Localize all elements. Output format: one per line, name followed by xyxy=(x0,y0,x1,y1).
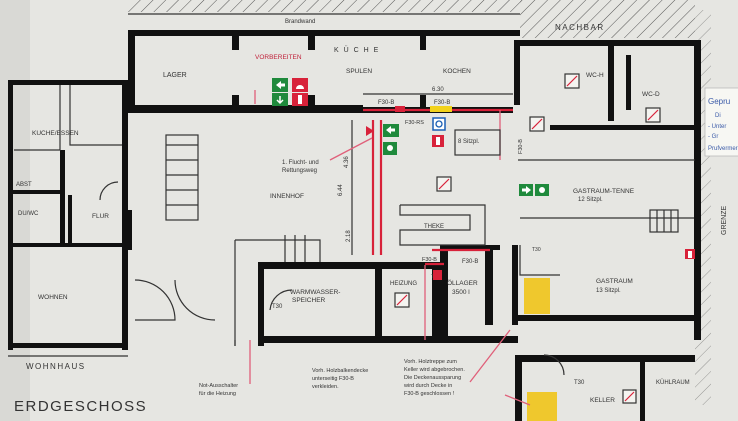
sticky-note: Gepru Di - Unter - Gr Prufvermer xyxy=(704,87,738,157)
note-holz-3: verkleiden. xyxy=(312,384,339,390)
interior-lines xyxy=(8,85,695,376)
emergency-light-icon xyxy=(436,176,452,192)
room-tenne-sitzpl: 12 Sitzpl. xyxy=(578,197,603,203)
room-abst: ABST xyxy=(16,182,32,188)
room-heizung: HEIZUNG xyxy=(390,281,417,287)
note-treppe-5: F30-B geschlossen ! xyxy=(404,391,455,397)
room-warmwasser: WARMWASSER- xyxy=(290,289,340,296)
room-theke: THEKE xyxy=(424,224,444,230)
smoke-detector-icon xyxy=(432,117,446,131)
page-edge-shadow xyxy=(0,0,30,421)
sticky-line-5: Prufvermer xyxy=(708,146,738,152)
emergency-light-icon xyxy=(564,73,580,89)
sticky-line-1: Gepru xyxy=(708,97,730,106)
exit-sign-icon xyxy=(383,142,397,155)
label-nachbar: NACHBAR xyxy=(555,23,605,32)
neighbor-hatch-top xyxy=(128,0,522,12)
fire-door-t30-d: T30 xyxy=(532,247,541,253)
extinguisher-icon xyxy=(292,93,308,106)
emergency-light-icon xyxy=(394,292,410,308)
direction-arrow-icon xyxy=(366,126,374,136)
note-treppe-1: Vorh. Holztreppe zum xyxy=(404,359,457,365)
room-wc-d: WC-D xyxy=(642,91,660,98)
room-innenhof: INNENHOF xyxy=(270,193,304,200)
room-kueche-essen: KUCHE/ESSEN xyxy=(32,130,79,137)
fire-door-f30b-a: F30-B xyxy=(378,100,394,106)
fire-door-f30b-b: F30-B xyxy=(434,100,450,106)
fire-door-t30-a: T30 xyxy=(272,304,283,310)
room-keller: KELLER xyxy=(590,397,615,404)
note-treppe-4: wird durch Decke in xyxy=(403,383,452,389)
room-spulen: SPULEN xyxy=(346,68,372,75)
room-du-wc: DU/WC xyxy=(18,211,39,217)
room-lager: LAGER xyxy=(163,72,187,79)
fire-alarm-icon xyxy=(292,78,308,92)
stair-lower-yellow xyxy=(527,392,557,421)
label-wohnhaus: WOHNHAUS xyxy=(26,362,86,371)
exit-sign-icon xyxy=(519,184,533,196)
room-oellager: ÖLLAGER xyxy=(447,279,478,287)
emergency-light-icon xyxy=(645,107,661,123)
note-notaus-2: für die Heizung xyxy=(199,391,236,397)
note-treppe-3: Die Deckenaussparung xyxy=(404,375,461,381)
fire-door-f30b-e: F30-B xyxy=(462,259,478,265)
exit-sign-icon xyxy=(272,78,288,92)
stair-upper-yellow xyxy=(524,278,550,314)
room-flur: FLUR xyxy=(92,213,109,220)
room-speicher: SPEICHER xyxy=(292,297,326,304)
note-notaus-1: Not-Ausschalter xyxy=(199,383,238,389)
drawing-title: ERDGESCHOSS xyxy=(14,398,147,415)
room-vorbereiten: VORBEREITEN xyxy=(255,54,302,61)
yellow-door-marker xyxy=(430,106,452,112)
walls xyxy=(8,30,701,421)
sticky-line-2: Di xyxy=(715,113,721,119)
extinguisher-icon xyxy=(685,249,695,259)
note-holz-1: Vorh. Holzbalkendecke xyxy=(312,368,368,374)
emergency-light-icon xyxy=(622,389,637,404)
sticky-line-4: - Gr xyxy=(708,134,718,140)
room-kueche: K Ü C H E xyxy=(334,46,380,54)
fire-door-f30rs: F30-RS xyxy=(405,120,424,126)
label-brandwand: Brandwand xyxy=(285,19,315,25)
room-8-sitzpl: 8 Sitzpl. xyxy=(458,139,480,145)
label-grenze: GRENZE xyxy=(721,206,728,236)
sticky-line-3: - Unter xyxy=(708,124,726,130)
fire-door-t30-c: T30 xyxy=(574,380,585,386)
dim-436: 4.36 xyxy=(344,156,350,168)
dim-218: 2.18 xyxy=(346,230,352,242)
emergency-light-icon xyxy=(529,116,545,132)
room-kochen: KOCHEN xyxy=(443,68,471,75)
note-holz-2: unterseitig F30-B xyxy=(312,376,354,382)
room-oellager-vol: 3500 l xyxy=(452,289,470,296)
dim-630: 6.30 xyxy=(432,87,444,93)
note-flucht-2: Rettungsweg xyxy=(282,168,317,174)
red-door-marker xyxy=(395,106,405,112)
fire-door-f30b-c: F30-B xyxy=(518,139,524,154)
leader-flucht xyxy=(329,137,373,161)
room-kuehlraum: KÜHLRAUM xyxy=(656,379,690,386)
room-wohnen: WOHNEN xyxy=(38,294,68,301)
room-gastraum-sitzpl: 13 Sitzpl. xyxy=(596,288,621,294)
extinguisher-icon xyxy=(432,135,444,147)
leader-treppe xyxy=(469,329,511,383)
exit-sign-icon xyxy=(535,184,549,196)
note-flucht-1: 1. Flucht- und xyxy=(282,160,319,166)
nachbar-hatch xyxy=(520,0,695,38)
extinguisher-icon xyxy=(433,270,442,280)
fire-door-f30b-d: F30-B xyxy=(422,257,437,263)
room-wc-h: WC-H xyxy=(586,72,604,79)
room-gastraum-tenne: GASTRAUM-TENNE xyxy=(573,188,635,195)
room-gastraum: GASTRAUM xyxy=(596,278,633,285)
exit-sign-icon xyxy=(272,93,288,106)
dim-644: 6.44 xyxy=(338,184,344,196)
exit-sign-icon xyxy=(383,124,399,137)
note-treppe-2: Keller wird abgebrochen. xyxy=(404,367,465,373)
leader-treppe-2 xyxy=(504,394,531,406)
